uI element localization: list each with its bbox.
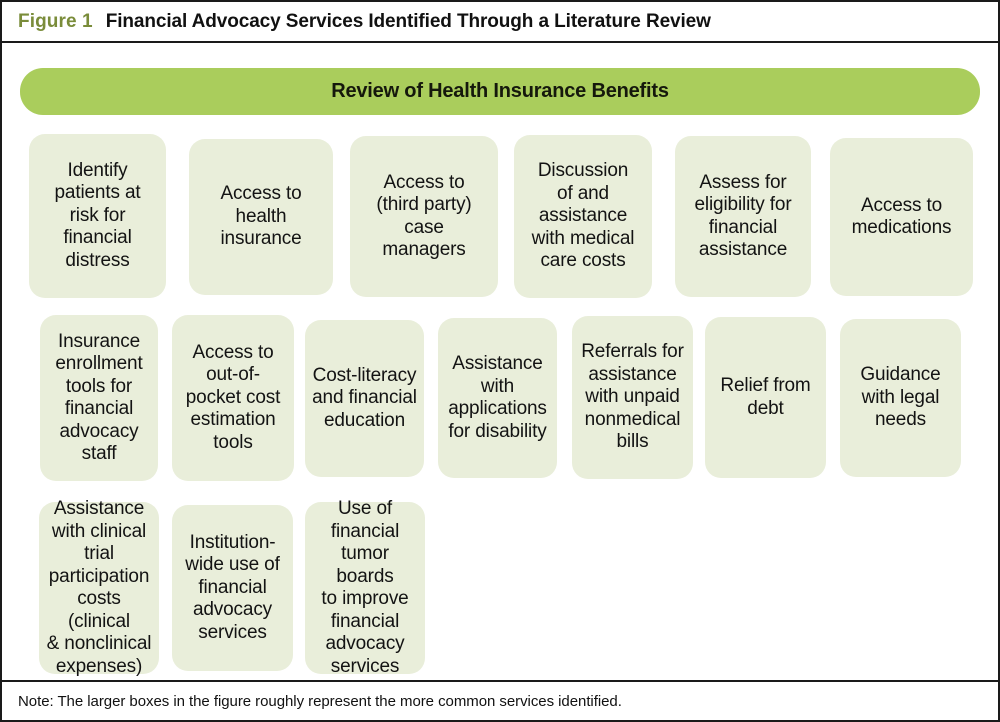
service-box-label: Institution- wide use of financial advoc… <box>185 531 280 643</box>
service-box-label: Referrals for assistance with unpaid non… <box>581 341 684 453</box>
figure-header: Figure 1 Financial Advocacy Services Ide… <box>2 2 998 43</box>
banner-review-of-health-insurance-benefits: Review of Health Insurance Benefits <box>20 68 980 115</box>
service-box-label: Assistance with clinical trial participa… <box>46 498 152 677</box>
service-box-label: Access to out-of- pocket cost estimation… <box>185 341 281 453</box>
banner-label: Review of Health Insurance Benefits <box>331 80 669 102</box>
service-box: Insurance enrollment tools for financial… <box>40 315 158 481</box>
service-box-label: Discussion of and assistance with medica… <box>531 160 635 272</box>
service-box-label: Access to medications <box>851 194 952 239</box>
service-box-label: Cost-literacy and financial education <box>312 364 417 431</box>
service-box: Discussion of and assistance with medica… <box>514 135 652 298</box>
service-box-label: Access to (third party) case managers <box>376 171 472 261</box>
service-box: Assistance with clinical trial participa… <box>39 498 159 677</box>
service-box: Referrals for assistance with unpaid non… <box>572 316 693 479</box>
service-box: Assistance with applications for disabil… <box>438 318 557 478</box>
figure-number-label: Figure 1 <box>18 10 93 32</box>
service-box: Cost-literacy and financial education <box>305 320 424 477</box>
service-box-label: Access to health insurance <box>220 183 302 250</box>
service-box-label: Use of financial tumor boards to improve… <box>321 498 409 677</box>
service-box: Access to health insurance <box>189 139 333 295</box>
service-box: Access to medications <box>830 138 973 296</box>
service-box-label: Identify patients at risk for financial … <box>54 159 141 271</box>
figure-body: Review of Health Insurance Benefits Iden… <box>2 43 998 680</box>
footer-note: Note: The larger boxes in the figure rou… <box>18 692 622 710</box>
service-box: Institution- wide use of financial advoc… <box>172 505 293 671</box>
service-box-label: Assess for eligibility for financial ass… <box>694 171 792 261</box>
service-box: Guidance with legal needs <box>840 319 961 477</box>
service-box: Identify patients at risk for financial … <box>29 134 166 298</box>
page-title: Financial Advocacy Services Identified T… <box>105 10 711 32</box>
service-box: Access to (third party) case managers <box>350 136 498 297</box>
service-box: Assess for eligibility for financial ass… <box>675 136 811 297</box>
service-box: Use of financial tumor boards to improve… <box>305 498 425 677</box>
figure-footer: Note: The larger boxes in the figure rou… <box>2 680 998 720</box>
service-box-label: Relief from debt <box>720 375 811 419</box>
service-box-label: Guidance with legal needs <box>860 364 941 431</box>
service-box: Access to out-of- pocket cost estimation… <box>172 315 294 481</box>
service-box: Relief from debt <box>705 317 826 478</box>
service-box-label: Assistance with applications for disabil… <box>448 353 547 442</box>
service-box-label: Insurance enrollment tools for financial… <box>55 330 143 465</box>
